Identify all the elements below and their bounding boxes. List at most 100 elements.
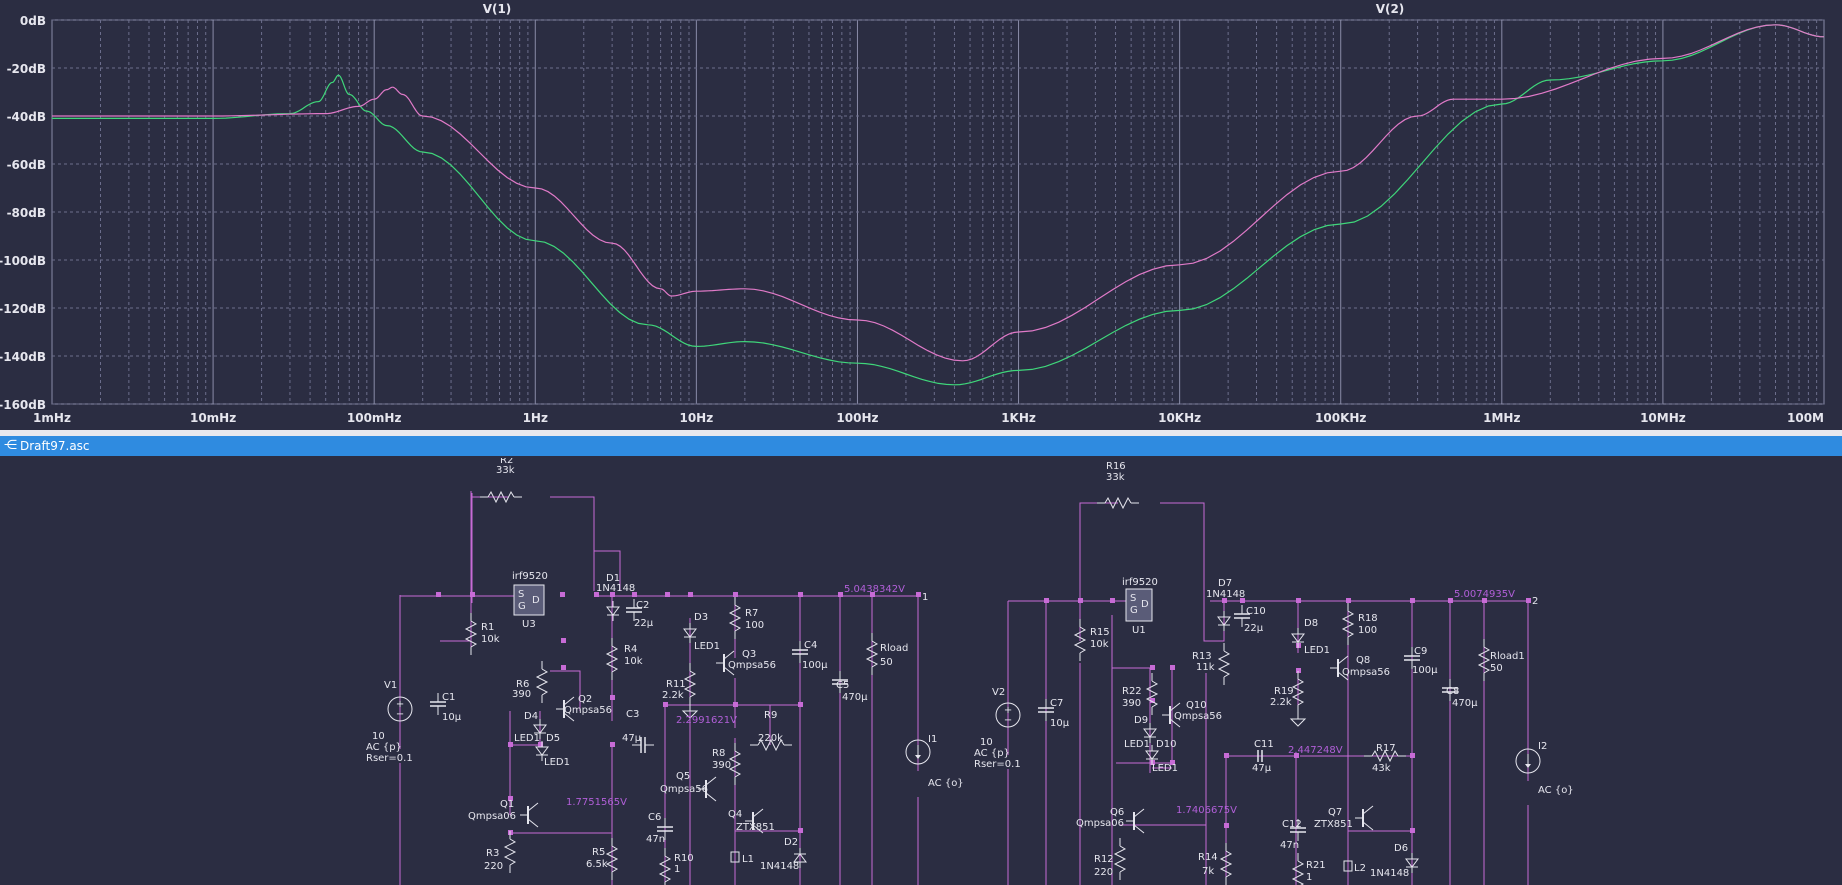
label-r17: R17: [1376, 743, 1396, 754]
voltage-source-v2[interactable]: [995, 702, 1021, 728]
label-q1: Q1: [500, 799, 514, 810]
value-d2: 1N4148: [760, 861, 799, 872]
label-d1: D1: [606, 573, 620, 584]
label-r5: R5: [592, 847, 605, 858]
label-i1: I1: [928, 734, 937, 745]
label-c7: C7: [1050, 698, 1063, 709]
label-d10: D10: [1156, 739, 1176, 750]
mosfet-u1[interactable]: S G D: [1125, 588, 1153, 622]
circuit-1[interactable]: R2 33k S G D irf9520 U3 D1 1N4148 C2 22µ…: [366, 458, 964, 885]
label-v1: V1: [384, 680, 397, 691]
label-l2: L2: [1354, 863, 1366, 874]
resistor-r6[interactable]: [536, 660, 548, 704]
circuit-2-wires: [1007, 502, 1529, 885]
waveform-plot-pane[interactable]: 0dB-20dB-40dB-60dB-80dB-100dB-120dB-140d…: [0, 0, 1842, 430]
mosfet-u3[interactable]: S G D: [513, 584, 545, 616]
label-r14: R14: [1198, 852, 1218, 863]
label-q10: Q10: [1186, 700, 1207, 711]
label-r16: R16: [1106, 461, 1126, 472]
value-r10: 1: [674, 864, 680, 875]
value-c8: 470µ: [1452, 698, 1478, 709]
label-r8: R8: [712, 748, 725, 759]
inductor-l1[interactable]: [730, 851, 740, 863]
value-rload1: 50: [1490, 663, 1503, 674]
value-v2: 10: [980, 737, 993, 748]
circuit-1-junctions: [436, 592, 921, 835]
diode-d1[interactable]: [606, 600, 620, 622]
voltage-source-v1[interactable]: [387, 696, 413, 722]
label-r3: R3: [486, 848, 499, 859]
value-q5: Qmpsa56: [660, 784, 708, 795]
resistor-r22[interactable]: [1146, 672, 1158, 716]
rser-v2: Rser=0.1: [974, 759, 1021, 770]
circuit-2[interactable]: R16 33k S G D irf9520 U1 D7 1N4148 C10 2…: [974, 461, 1574, 885]
label-c9: C9: [1414, 646, 1427, 657]
label-rload: Rload: [880, 643, 908, 654]
y-tick-label: -120dB: [0, 302, 46, 316]
value-r11: 2.2k: [662, 690, 684, 701]
pane-splitter[interactable]: [0, 430, 1842, 436]
u1-pin-g: G: [1130, 605, 1138, 616]
value-i1: AC {o}: [928, 778, 964, 789]
schematic-content[interactable]: R2 33k S G D irf9520 U3 D1 1N4148 C2 22µ…: [366, 458, 1574, 885]
label-c8: C8: [1446, 686, 1459, 697]
resistor-r12[interactable]: [1114, 837, 1126, 881]
label-c10: C10: [1246, 606, 1266, 617]
schematic-title-bar[interactable]: ⋲ Draft97.asc: [0, 436, 1842, 456]
value-r17: 43k: [1372, 763, 1391, 774]
label-q7: Q7: [1328, 807, 1342, 818]
value-c9: 100µ: [1412, 665, 1438, 676]
label-q4: Q4: [728, 809, 742, 820]
transistor-q6[interactable]: [1125, 808, 1145, 834]
plot-grid: [51, 19, 1824, 405]
value-r3: 220: [484, 861, 503, 872]
label-c3: C3: [626, 709, 639, 720]
value-c7: 10µ: [1050, 718, 1070, 729]
label-d2: D2: [784, 837, 798, 848]
label-c1: C1: [442, 692, 455, 703]
schematic-canvas[interactable]: + −: [0, 458, 1842, 885]
capacitor-c11[interactable]: [1257, 750, 1263, 762]
value-r18: 100: [1358, 625, 1377, 636]
transistor-q1[interactable]: [519, 802, 539, 828]
label-d8: D8: [1304, 618, 1318, 629]
value-d5: LED1: [544, 757, 570, 768]
value-r4: 10k: [624, 656, 643, 667]
value-q10: Qmpsa56: [1174, 711, 1222, 722]
resistor-r21[interactable]: [1292, 852, 1304, 885]
label-r22: R22: [1122, 686, 1142, 697]
schematic-editor[interactable]: + −: [0, 458, 1842, 885]
value-q4: ZTX851: [736, 822, 775, 833]
trace-label-v2[interactable]: V(2): [1376, 2, 1405, 16]
node-voltage-vout-2: 5.0074935V: [1454, 589, 1515, 600]
node-voltage-vbase-1: 1.7751565V: [566, 797, 627, 808]
value-r7: 100: [745, 620, 764, 631]
x-tick-label: 100Hz: [836, 411, 878, 425]
label-r1: R1: [481, 622, 494, 633]
u1-pin-d: D: [1141, 599, 1149, 610]
u3-pin-s: S: [518, 589, 524, 600]
label-r21: R21: [1306, 860, 1326, 871]
y-tick-label: 0dB: [20, 14, 46, 28]
value-d6: 1N4148: [1370, 868, 1409, 879]
value-r1: 10k: [481, 634, 500, 645]
y-tick-label: -140dB: [0, 350, 46, 364]
resistor-r3[interactable]: [504, 830, 516, 874]
value-d1: 1N4148: [596, 583, 635, 594]
trace-label-v1[interactable]: V(1): [483, 2, 512, 16]
label-r7: R7: [745, 608, 758, 619]
inductor-l2[interactable]: [1343, 860, 1353, 872]
value-q8: Qmpsa56: [1342, 667, 1390, 678]
transistor-q7[interactable]: [1354, 805, 1374, 831]
label-q6: Q6: [1110, 807, 1124, 818]
value-c4: 100µ: [802, 660, 828, 671]
label-r18: R18: [1358, 613, 1378, 624]
y-tick-label: -80dB: [7, 206, 46, 220]
bode-plot[interactable]: 0dB-20dB-40dB-60dB-80dB-100dB-120dB-140d…: [0, 0, 1842, 430]
ac-v1: AC {p}: [366, 742, 402, 753]
node-voltage-vout-1: 5.0438342V: [844, 584, 905, 595]
value-c1: 10µ: [442, 712, 462, 723]
resistor-r13[interactable]: [1218, 642, 1230, 686]
value-d9: LED1: [1124, 739, 1150, 750]
value-c11: 47µ: [1252, 763, 1272, 774]
